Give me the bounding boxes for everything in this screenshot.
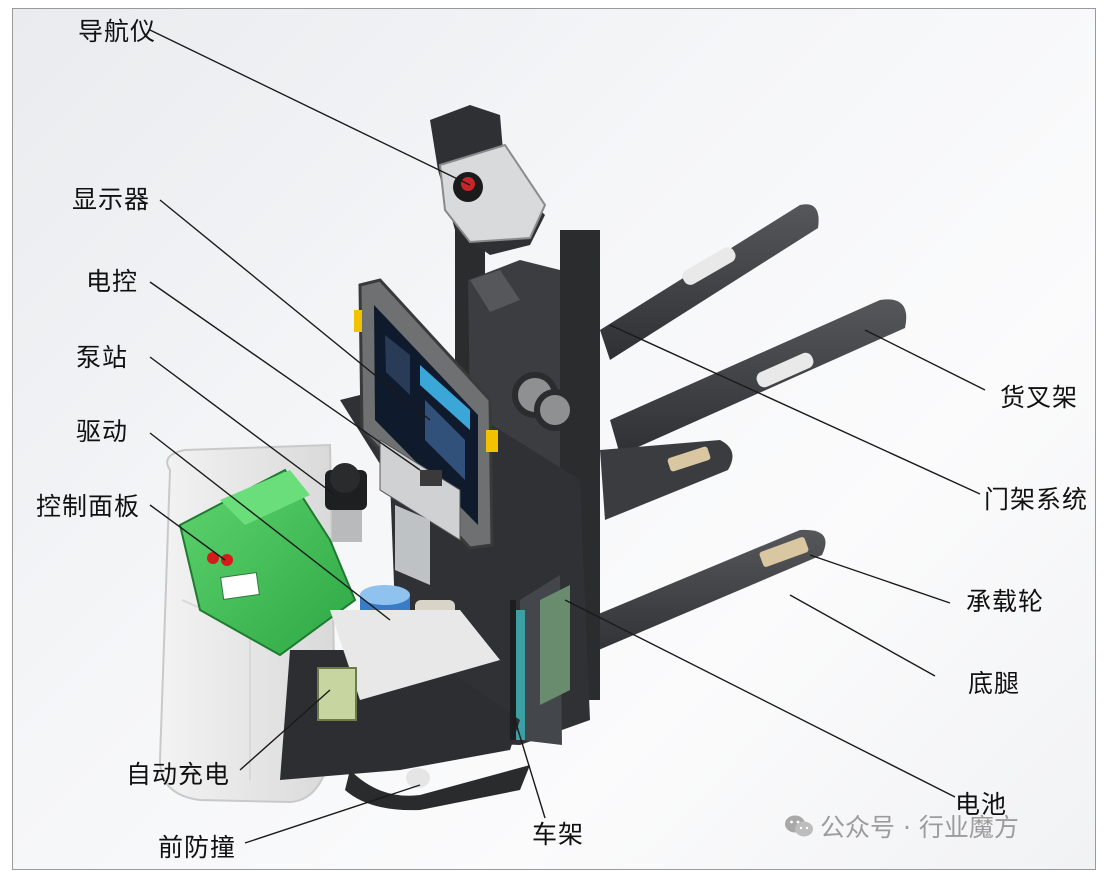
label-frame: 车架 bbox=[532, 820, 585, 849]
label-battery: 电池 bbox=[955, 790, 1008, 819]
watermark: 公众号 · 行业魔方 bbox=[784, 808, 1019, 845]
label-mast-system: 门架系统 bbox=[984, 485, 1089, 514]
label-front-bumper: 前防撞 bbox=[158, 833, 237, 862]
outrigger-upper bbox=[600, 440, 733, 520]
outrigger-lower bbox=[560, 529, 826, 660]
label-drive: 驱动 bbox=[76, 417, 129, 446]
load-wheel bbox=[759, 537, 809, 567]
label-electric-control: 电控 bbox=[86, 267, 139, 296]
label-load-wheel: 承载轮 bbox=[966, 587, 1045, 616]
label-navigator: 导航仪 bbox=[78, 17, 157, 46]
upper-fork bbox=[600, 204, 819, 360]
auto-charging-contacts bbox=[317, 667, 357, 721]
label-fork-carriage: 货叉架 bbox=[1000, 383, 1079, 412]
wechat-icon bbox=[784, 813, 814, 845]
control-panel bbox=[178, 468, 357, 657]
label-outrigger: 底腿 bbox=[968, 669, 1021, 698]
label-auto-charging: 自动充电 bbox=[126, 760, 231, 789]
label-display: 显示器 bbox=[72, 185, 151, 214]
watermark-text: 公众号 · 行业魔方 bbox=[820, 813, 1019, 842]
label-control-panel: 控制面板 bbox=[36, 492, 141, 521]
front-bumper bbox=[345, 765, 530, 811]
leader-lines bbox=[149, 29, 986, 844]
label-pump-station: 泵站 bbox=[76, 343, 129, 372]
